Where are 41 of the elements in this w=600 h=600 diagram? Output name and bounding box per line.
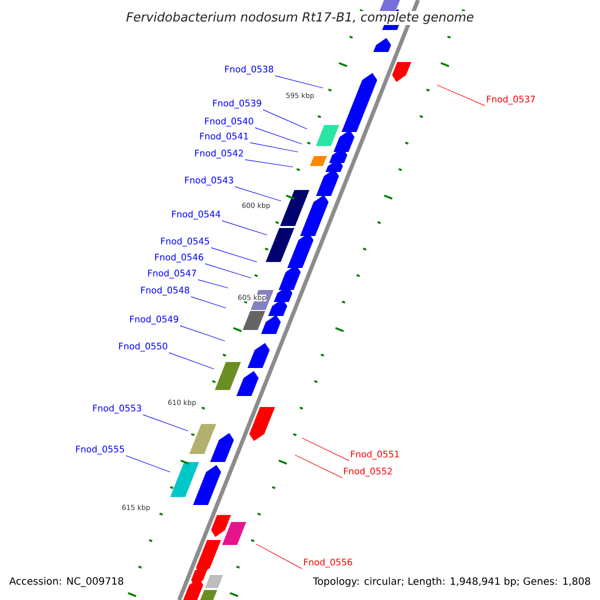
leader-line (244, 159, 294, 168)
gene-label: Fnod_0552 (344, 468, 392, 476)
leader-line (254, 127, 302, 144)
title: Fervidobacterium nodosum Rt17-B1, complete genome (125, 10, 475, 26)
leader-line (256, 544, 302, 569)
leader-line (126, 455, 170, 472)
gene-label: Fnod_0538 (225, 66, 274, 74)
gene-label: Fnod_0539 (213, 100, 262, 108)
gene-label: Fnod_0546 (155, 254, 204, 262)
gene-label: Fnod_0543 (185, 176, 234, 186)
leader-line (180, 325, 226, 342)
leader-line (168, 352, 214, 370)
gene-label: Fnod_0545 (161, 238, 210, 246)
gene-label: Fnod_0547 (148, 270, 196, 278)
gene-label: Fnod_0537 (487, 96, 535, 104)
leader-line (204, 263, 252, 278)
gene-label: Fnod_0548 (141, 286, 190, 296)
gene-label: Fnod_0553 (93, 404, 142, 414)
gene-label: Fnod_0556 (304, 558, 352, 568)
leader-line (198, 279, 228, 288)
leader-line (274, 75, 324, 88)
leader-line (222, 220, 268, 236)
gene-label: Fnod_0555 (76, 446, 124, 454)
gene-label: Fnod_0544 (172, 210, 220, 220)
gene-label: Fnod_0540 (205, 118, 254, 126)
leader-line (436, 84, 486, 106)
gene-label: Fnod_0541 (200, 132, 248, 142)
gene-label: Fnod_0550 (119, 342, 168, 352)
gene-label: Fnod_0542 (195, 150, 243, 158)
gene-label: Fnod_0549 (130, 316, 178, 324)
leader-line (294, 454, 342, 478)
accession-label: Accession: NC_009718 (8, 576, 125, 588)
leader-line (250, 142, 298, 152)
leader-line (210, 247, 258, 262)
leader-line (190, 296, 226, 308)
leader-line (262, 109, 308, 130)
leader-line (142, 414, 188, 432)
leader-line (234, 186, 282, 202)
gene-label: Fnod_0551 (351, 450, 399, 460)
leader-line (302, 438, 350, 461)
genome-info-label: Topology: circular; Length: 1,948,941 bp; Genes: 1,808 (312, 576, 592, 588)
